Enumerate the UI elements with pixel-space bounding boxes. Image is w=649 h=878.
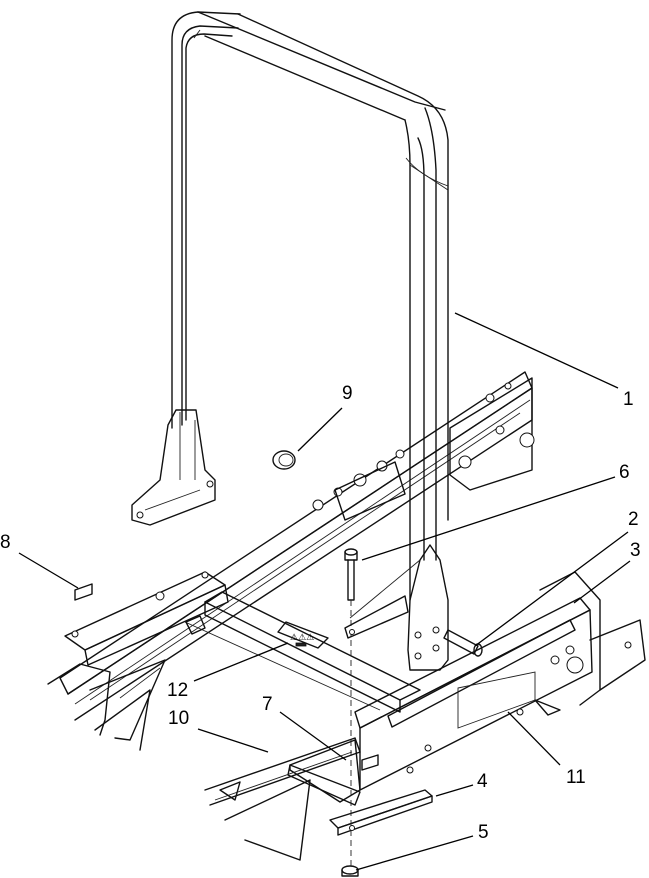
rollover-bar — [131, 11, 449, 671]
callout-11: 11 — [566, 767, 586, 788]
callout-7: 7 — [262, 694, 273, 715]
callout-9: 9 — [342, 383, 353, 404]
left-mount-bracket — [64, 571, 229, 666]
spacer-plate-4 — [329, 789, 433, 836]
leader-lines — [18, 312, 631, 871]
decal-8-part — [74, 583, 93, 601]
lower-frame — [94, 689, 361, 861]
callout-12: 12 — [167, 680, 188, 701]
decal-7-part — [361, 754, 379, 771]
cross-member: ⚠⚠⚠ — [184, 591, 421, 713]
bolt-2 — [443, 629, 483, 657]
callout-1: 1 — [623, 389, 634, 410]
callout-8: 8 — [0, 532, 11, 553]
right-frame-rail — [354, 571, 646, 791]
nut-5 — [341, 865, 359, 877]
callout-6: 6 — [619, 462, 630, 483]
callout-10: 10 — [168, 708, 189, 729]
right-mount-plate — [287, 739, 379, 806]
callout-4: 4 — [477, 771, 488, 792]
decal-12-part — [277, 621, 329, 649]
plug-9 — [272, 450, 296, 470]
callout-5: 5 — [478, 822, 489, 843]
callout-2: 2 — [628, 509, 639, 530]
decal-warning-icons: ⚠⚠⚠ — [290, 633, 314, 643]
bolt-6 — [344, 548, 358, 868]
callouts: 1 2 3 4 5 6 7 8 9 10 11 12 — [0, 383, 641, 843]
left-frame-rail — [47, 371, 535, 741]
callout-3: 3 — [630, 540, 641, 561]
